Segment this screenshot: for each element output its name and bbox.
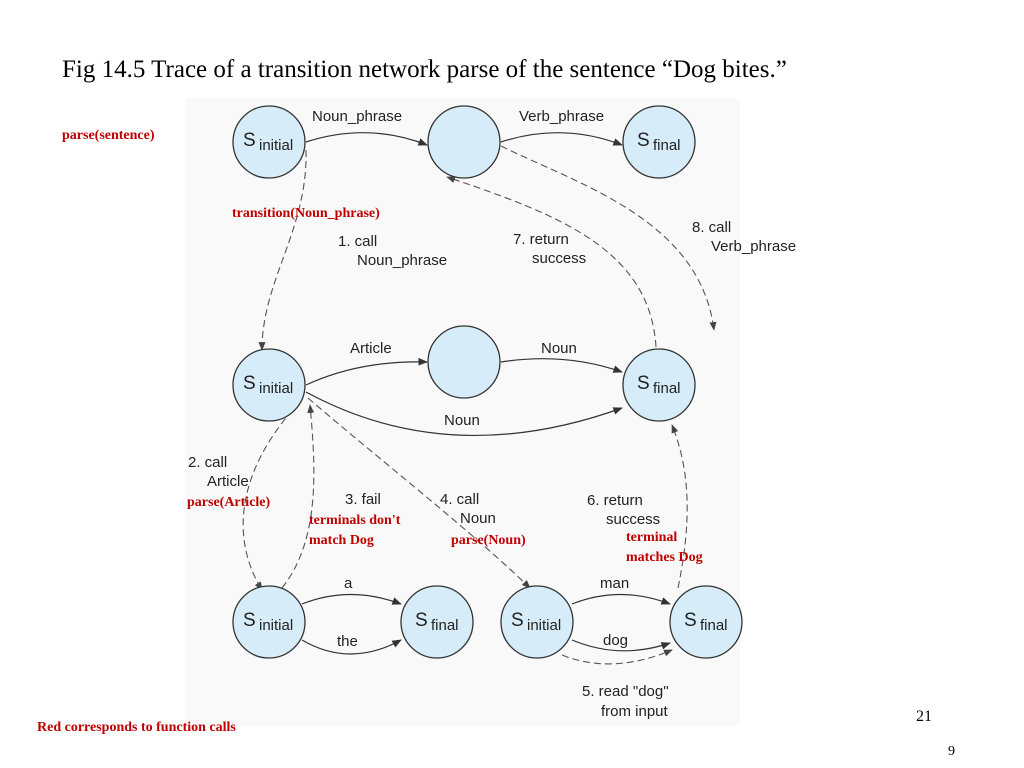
arc-article [305, 357, 428, 386]
state-article-final: S final [400, 585, 474, 659]
arc-noun-phrase [305, 132, 428, 146]
svg-text:S: S [243, 373, 256, 394]
label-the: the [337, 633, 358, 650]
label-article: Article [350, 340, 392, 357]
red-terminal-line2: matches Dog [626, 550, 703, 565]
trace-6-return-success [671, 424, 688, 589]
step-6-line2: success [606, 511, 660, 528]
state-np-initial: S initial [232, 348, 306, 422]
arc-dog [571, 639, 671, 652]
step-2-line1: 2. call [188, 454, 227, 471]
trace-8-call-verb-phrase [500, 145, 717, 331]
label-verb-phrase: Verb_phrase [519, 108, 604, 125]
label-dog: dog [603, 632, 628, 649]
svg-text:initial: initial [259, 617, 293, 634]
step-8-line1: 8. call [692, 219, 731, 236]
arc-man [571, 593, 671, 605]
svg-text:S: S [637, 130, 650, 151]
step-8-line2: Verb_phrase [711, 238, 796, 255]
svg-text:final: final [653, 380, 681, 397]
step-1-line1: 1. call [338, 233, 377, 250]
red-transition-noun-phrase: transition(Noun_phrase) [232, 206, 380, 221]
slide-number: 21 [916, 708, 932, 725]
svg-text:initial: initial [259, 137, 293, 154]
trace-5-read-dog [561, 649, 673, 665]
svg-text:S: S [511, 610, 524, 631]
trace-2-call-article [242, 401, 301, 591]
svg-text:S: S [637, 373, 650, 394]
step-4-line2: Noun [460, 510, 496, 527]
state-sentence-final: S final [622, 105, 696, 179]
state-sentence-middle [427, 105, 501, 179]
arc-noun-top [500, 358, 623, 373]
state-np-final: S final [622, 348, 696, 422]
trace-7-return-success [446, 176, 657, 348]
step-4-line1: 4. call [440, 491, 479, 508]
label-noun-top: Noun [541, 340, 577, 357]
svg-text:S: S [684, 610, 697, 631]
trace-4-call-noun [307, 397, 531, 589]
label-noun-phrase: Noun_phrase [312, 108, 402, 125]
red-terminals-line1: terminals don't [309, 513, 401, 528]
step-7-line1: 7. return [513, 231, 569, 248]
page-number: 9 [948, 744, 955, 759]
svg-text:final: final [653, 137, 681, 154]
svg-text:final: final [700, 617, 728, 634]
svg-text:final: final [431, 617, 459, 634]
red-terminals-line2: match Dog [309, 533, 374, 548]
state-noun-initial: S initial [500, 585, 574, 659]
step-5-line1: 5. read "dog" [582, 683, 669, 700]
trace-3-fail [281, 404, 315, 589]
label-man: man [600, 575, 629, 592]
red-terminal-line1: terminal [626, 530, 678, 545]
red-legend: Red corresponds to function calls [37, 720, 236, 735]
arc-noun-bottom [305, 391, 623, 436]
svg-text:initial: initial [527, 617, 561, 634]
arc-verb-phrase [500, 132, 623, 146]
label-noun-bottom: Noun [444, 412, 480, 429]
state-sentence-initial: S initial [232, 105, 306, 179]
step-2-line2: Article [207, 473, 249, 490]
red-parse-noun: parse(Noun) [451, 533, 526, 548]
trace-1-call-noun-phrase [258, 149, 307, 351]
svg-text:S: S [243, 610, 256, 631]
step-1-line2: Noun_phrase [357, 252, 447, 269]
step-5-line2: from input [601, 703, 669, 720]
step-7-line2: success [532, 250, 586, 267]
svg-text:initial: initial [259, 380, 293, 397]
slide-title: Fig 14.5 Trace of a transition network p… [62, 56, 787, 83]
arc-the [301, 639, 402, 655]
red-parse-article: parse(Article) [187, 495, 271, 510]
label-a: a [344, 575, 353, 592]
state-np-middle [427, 325, 501, 399]
step-3-line1: 3. fail [345, 491, 381, 508]
svg-text:S: S [243, 130, 256, 151]
step-6-line1: 6. return [587, 492, 643, 509]
state-noun-final: S final [669, 585, 743, 659]
svg-text:S: S [415, 610, 428, 631]
arc-a [301, 593, 402, 605]
red-parse-sentence: parse(sentence) [62, 128, 155, 143]
state-article-initial: S initial [232, 585, 306, 659]
